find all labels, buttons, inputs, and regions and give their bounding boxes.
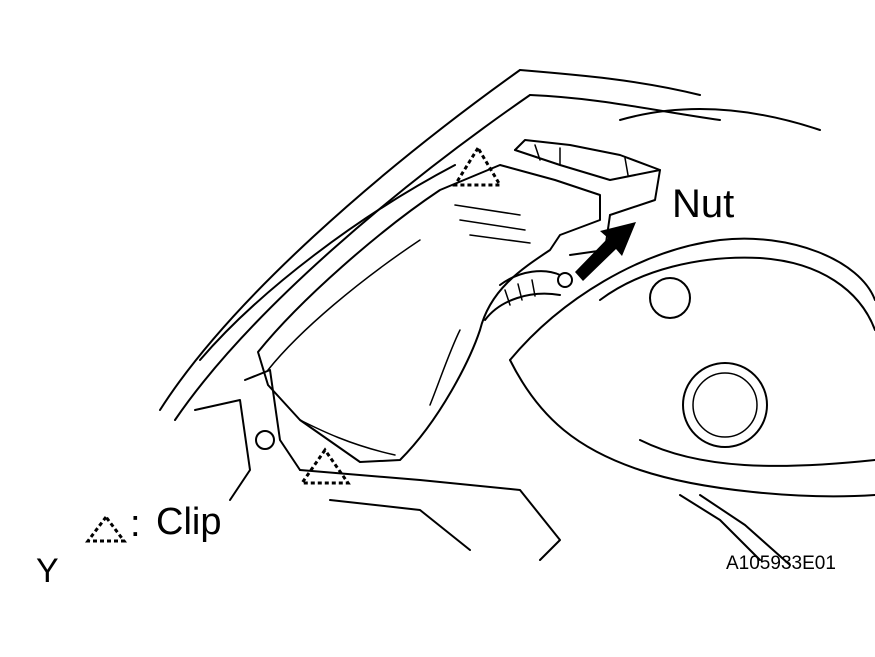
figure-code: A105933E01 [726,553,836,574]
dashed-triangle-icon [85,514,127,543]
lower-bracket [194,369,791,566]
battery-tray [514,139,661,256]
engine-cover [509,237,875,498]
hood-edge-lines [159,69,821,421]
air-cleaner-cover [257,164,601,463]
clip-legend-colon: : [130,503,141,545]
intake-duct [484,270,573,321]
view-letter: Y [36,552,59,590]
nut-label: Nut [672,182,735,226]
arrow-icon [575,222,636,281]
clip-marker-top [452,145,503,187]
clip-marker-bottom [299,447,351,485]
clip-legend-label: Clip [156,501,222,543]
